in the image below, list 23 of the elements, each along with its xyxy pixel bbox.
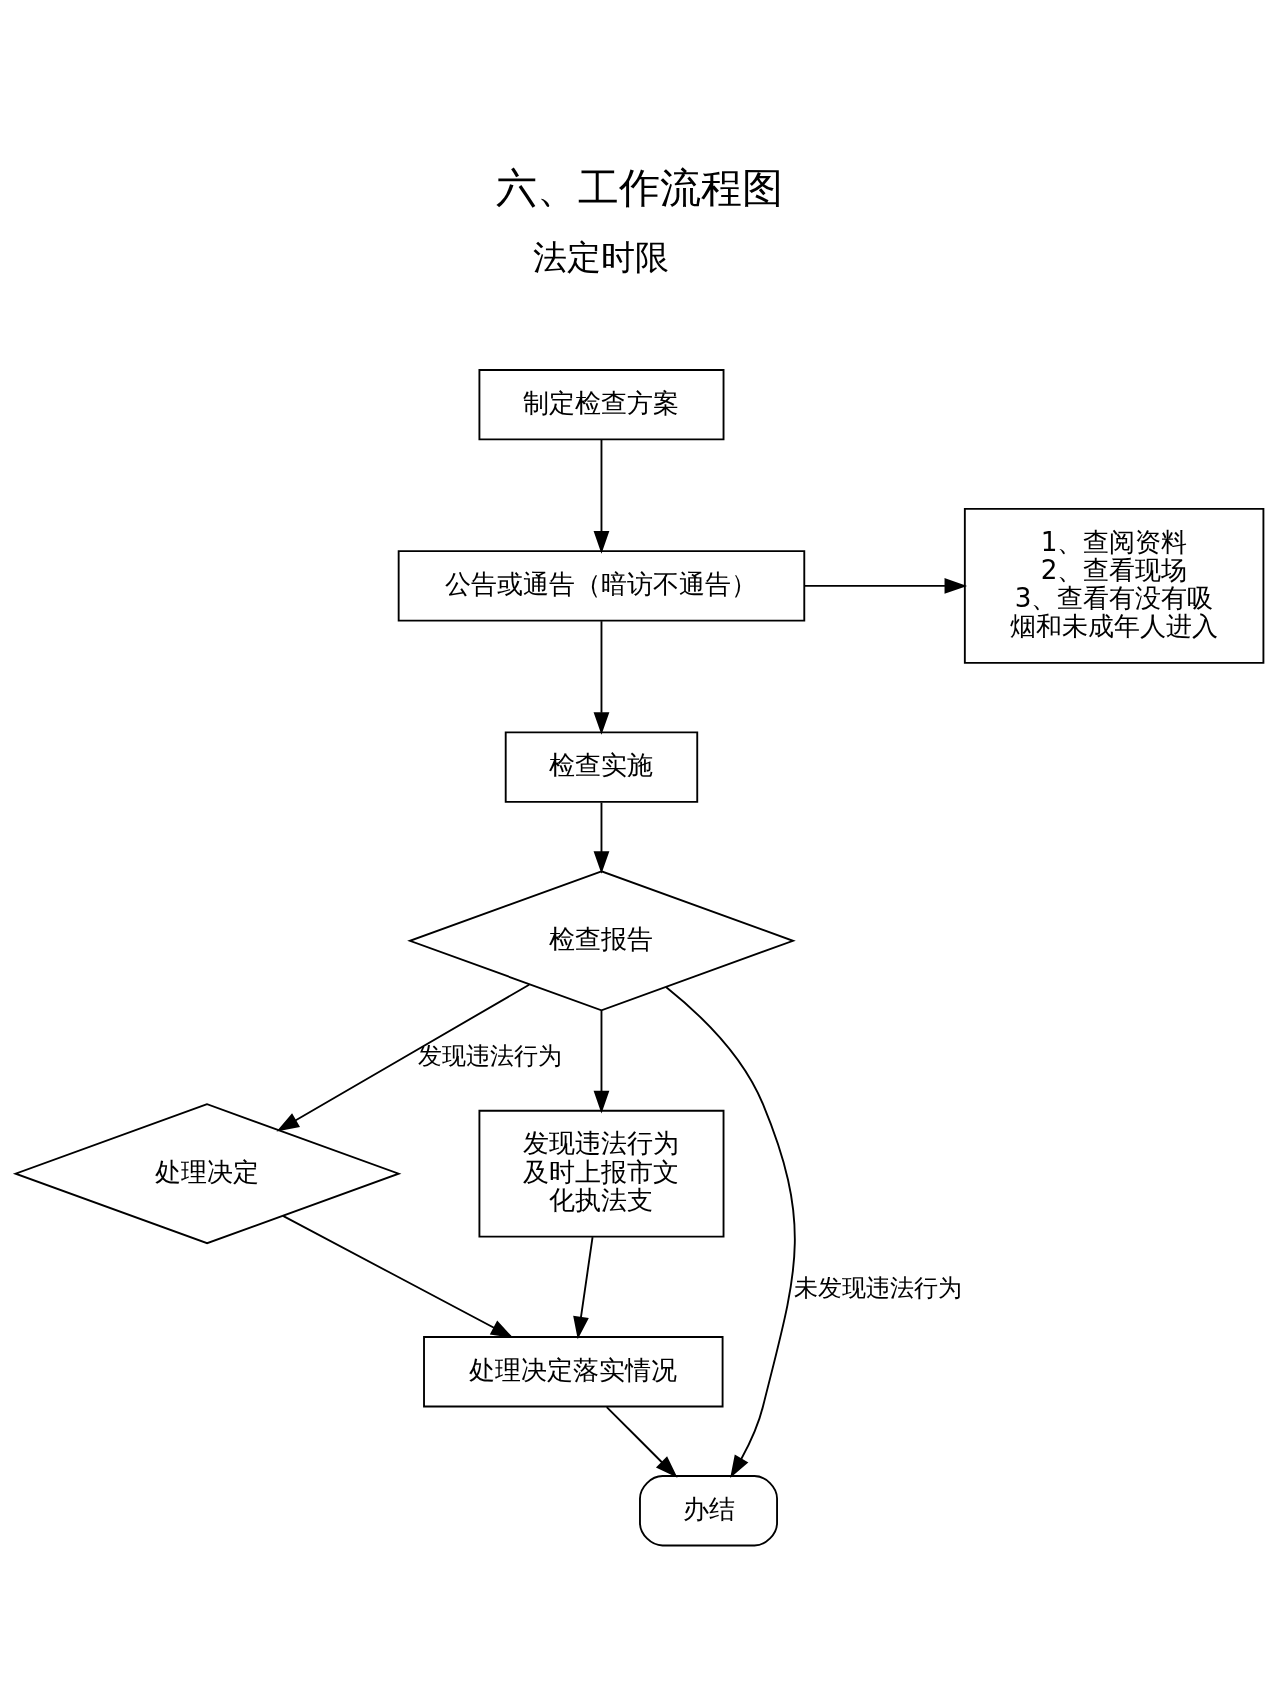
node-box: 制定检查方案 xyxy=(478,368,725,440)
node-box: 处理决定落实情况 xyxy=(423,1335,724,1407)
node-box: 办结 xyxy=(639,1474,778,1546)
arrow xyxy=(803,577,968,594)
arrow xyxy=(605,1405,678,1478)
arrow xyxy=(593,801,610,874)
node-diamond: 检查报告 xyxy=(407,869,796,1011)
label: 法定时限 xyxy=(533,237,670,277)
node-box: 发现违法行为及时上报市文化执法支 xyxy=(478,1109,725,1237)
arrow xyxy=(276,983,531,1131)
edge-label: 未发现违法行为 xyxy=(793,1272,962,1302)
node-box: 检查实施 xyxy=(504,730,699,803)
node-box: 公告或通告（暗访不通告） xyxy=(397,549,806,622)
arrow xyxy=(593,1009,610,1113)
diagram-title: 六、工作流程图 xyxy=(496,163,783,212)
arrow xyxy=(573,1235,594,1339)
arrow xyxy=(593,619,610,735)
edge-label: 发现违法行为 xyxy=(417,1040,562,1070)
arrow xyxy=(282,1214,514,1338)
arrow xyxy=(665,985,796,1478)
arrow xyxy=(593,438,610,554)
node-box: 1、查阅资料 2、查看现场 3、查看有没有吸烟和未成年人进入 xyxy=(963,507,1265,664)
node-diamond: 处理决定 xyxy=(12,1102,402,1244)
